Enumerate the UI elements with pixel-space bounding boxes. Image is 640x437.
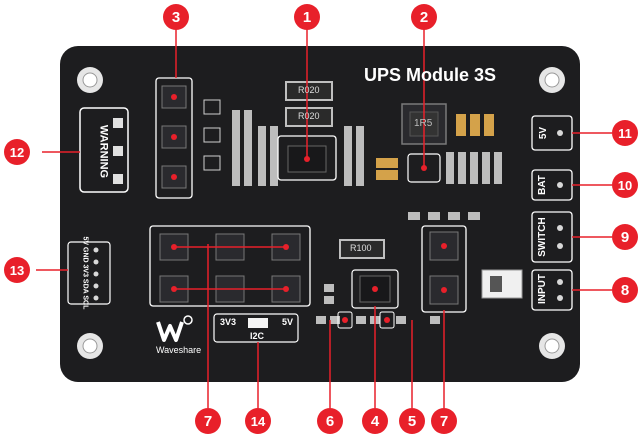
i2c-3v3-label: 3V3 xyxy=(220,317,237,327)
callout-4: 4 xyxy=(362,408,388,434)
gold-caps xyxy=(376,114,494,180)
mounting-hole-top-left xyxy=(77,67,103,93)
label-5v-right: 5V xyxy=(538,126,549,140)
warning-leds xyxy=(113,118,123,184)
i2c-5v-label: 5V xyxy=(282,317,294,327)
label-switch: SWITCH xyxy=(537,217,548,257)
mosfet-group-left-outline xyxy=(149,225,311,307)
mounting-hole-bottom-left xyxy=(77,333,103,359)
input-connector-pad xyxy=(481,269,523,299)
label-bat: BAT xyxy=(537,175,548,195)
i2c-jumper xyxy=(248,318,268,328)
callout-6: 6 xyxy=(317,408,343,434)
i2c-jumper-outline xyxy=(213,313,299,343)
transistor-column xyxy=(203,99,221,171)
small-parts-row xyxy=(316,212,480,324)
callout-8: 8 xyxy=(612,277,638,303)
led-charge-6-outline xyxy=(337,311,353,329)
callout-7-right: 7 xyxy=(431,408,457,434)
sense-resistor-mid xyxy=(339,239,385,259)
sense-resistor-top2 xyxy=(285,107,333,127)
callout-5: 5 xyxy=(399,408,425,434)
callout-7-left: 7 xyxy=(195,408,221,434)
inductor-marking: 1R5 xyxy=(414,118,433,129)
mounting-hole-bottom-right xyxy=(539,333,565,359)
callout-2: 2 xyxy=(411,4,437,30)
resistor-top1-marking: R020 xyxy=(298,85,320,95)
led-charge-5-outline xyxy=(379,311,395,329)
warning-label: WARNING xyxy=(97,124,110,179)
protection-ic-group xyxy=(161,85,187,189)
pad-grid-right xyxy=(446,152,502,184)
callout-1: 1 xyxy=(294,4,320,30)
label-input: INPUT xyxy=(537,274,548,304)
pin-header-outline xyxy=(67,241,111,305)
callout-9: 9 xyxy=(612,224,638,250)
pin-header-label: 5V GND 3V3 SDA SCL xyxy=(81,236,89,310)
callout-3: 3 xyxy=(163,4,189,30)
resistor-top2-marking: R020 xyxy=(298,111,320,121)
i2c-label: I2C xyxy=(250,331,265,341)
callout-10: 10 xyxy=(612,172,638,198)
callout-14: 14 xyxy=(245,408,271,434)
callout-13: 13 xyxy=(4,257,30,283)
mosfet-group-right xyxy=(429,231,459,305)
mounting-hole-top-right xyxy=(539,67,565,93)
callout-11: 11 xyxy=(612,120,638,146)
board-title: UPS Module 3S xyxy=(364,65,497,85)
callout-leader-lines xyxy=(36,26,612,408)
resistor-mid-marking: R100 xyxy=(350,243,372,253)
pin-header-pads xyxy=(93,247,99,301)
pad-grid-left xyxy=(232,110,364,186)
callout-12: 12 xyxy=(4,139,30,165)
protection-ic-group-outline xyxy=(155,77,193,199)
waveshare-logo xyxy=(156,315,193,342)
brand-label: Waveshare xyxy=(156,345,202,355)
warning-outline xyxy=(79,107,129,193)
right-test-pads xyxy=(557,130,563,301)
sense-resistor-top1 xyxy=(285,81,333,101)
